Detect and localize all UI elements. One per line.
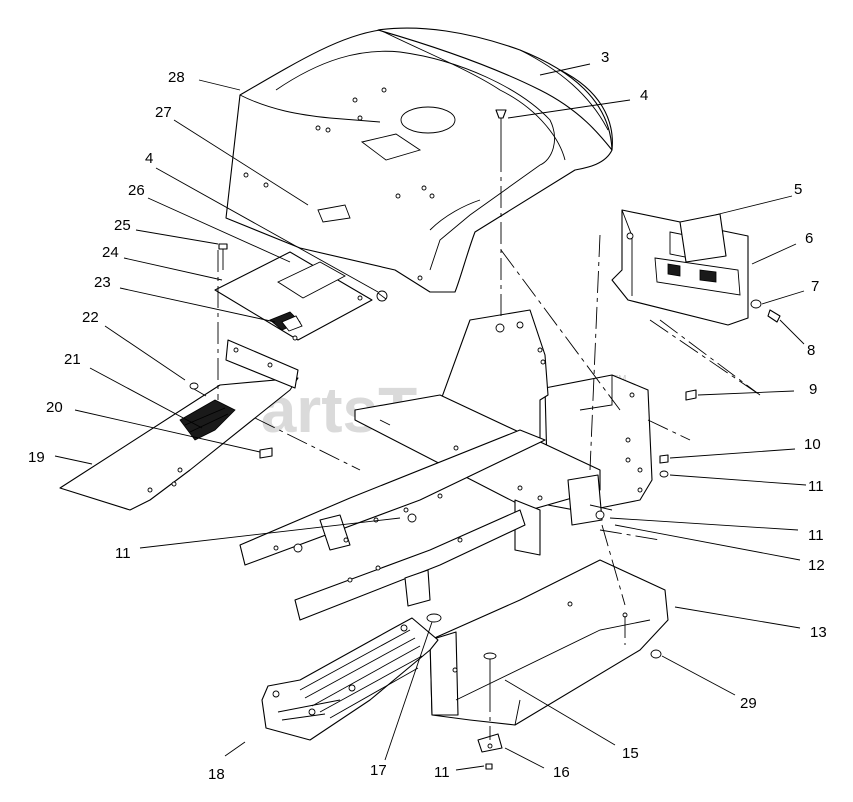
callout-23: 23 xyxy=(94,274,111,291)
callout-9: 9 xyxy=(809,381,817,398)
bolt-part-4-upper xyxy=(495,109,507,150)
callout-19: 19 xyxy=(28,449,45,466)
callout-10: 10 xyxy=(804,436,821,453)
callout-24: 24 xyxy=(102,244,119,261)
floor-pan-part-13 xyxy=(429,559,669,726)
clip-part-9 xyxy=(685,389,697,401)
nut-part-10 xyxy=(659,454,669,464)
callout-3: 3 xyxy=(601,49,609,66)
bolt-part-29 xyxy=(650,649,662,659)
screw-part-25 xyxy=(218,243,228,270)
callout-28: 28 xyxy=(168,69,185,86)
bolt-part-22 xyxy=(189,382,207,397)
plug-part-17 xyxy=(426,613,442,623)
callout-labels: 28 3 4 27 4 26 5 25 24 6 23 7 22 8 21 9 … xyxy=(28,49,827,783)
callout-8: 8 xyxy=(807,342,815,359)
frame-rail-left xyxy=(239,429,546,566)
frame-rail-lower xyxy=(294,509,526,621)
callout-5: 5 xyxy=(794,181,802,198)
callout-12: 12 xyxy=(808,557,825,574)
callout-17: 17 xyxy=(370,762,387,779)
nut-part-11-bottom xyxy=(485,763,493,770)
leader-lines xyxy=(54,63,807,771)
washer-part-7 xyxy=(750,299,762,309)
callout-11-left: 11 xyxy=(115,545,131,562)
callout-11-bottom: 11 xyxy=(434,764,450,781)
dash-panel-part-6 xyxy=(611,209,749,326)
bolt-part-4-lower xyxy=(376,290,388,302)
floor-mat-part-18 xyxy=(261,617,439,741)
callout-15: 15 xyxy=(622,745,639,762)
callout-16: 16 xyxy=(553,764,570,781)
washer-part-11-right xyxy=(659,470,669,478)
pad-part-20 xyxy=(259,447,273,459)
screw-part-8 xyxy=(767,309,781,323)
bracket-part-16 xyxy=(477,733,503,753)
callout-29: 29 xyxy=(740,695,757,712)
side-panel-part-19 xyxy=(59,339,299,511)
callout-4-upper: 4 xyxy=(640,87,648,104)
callout-4-lower: 4 xyxy=(145,150,153,167)
seat-cover-part-3 xyxy=(377,27,613,151)
callout-26: 26 xyxy=(128,182,145,199)
callout-11-mid: 11 xyxy=(808,527,824,544)
callout-25: 25 xyxy=(114,217,131,234)
decal-part-5 xyxy=(679,213,727,263)
callout-7: 7 xyxy=(811,278,819,295)
callout-21: 21 xyxy=(64,351,81,368)
hood-part-28 xyxy=(225,28,613,293)
assembly-lines xyxy=(217,150,761,740)
callout-13: 13 xyxy=(810,624,827,641)
callout-18: 18 xyxy=(208,766,225,783)
callout-27: 27 xyxy=(155,104,172,121)
callout-11-right: 11 xyxy=(808,478,824,495)
callout-6: 6 xyxy=(805,230,813,247)
access-plate-part-24 xyxy=(214,251,373,341)
callout-22: 22 xyxy=(82,309,99,326)
callout-20: 20 xyxy=(46,399,63,416)
bolt-part-15 xyxy=(483,652,497,690)
